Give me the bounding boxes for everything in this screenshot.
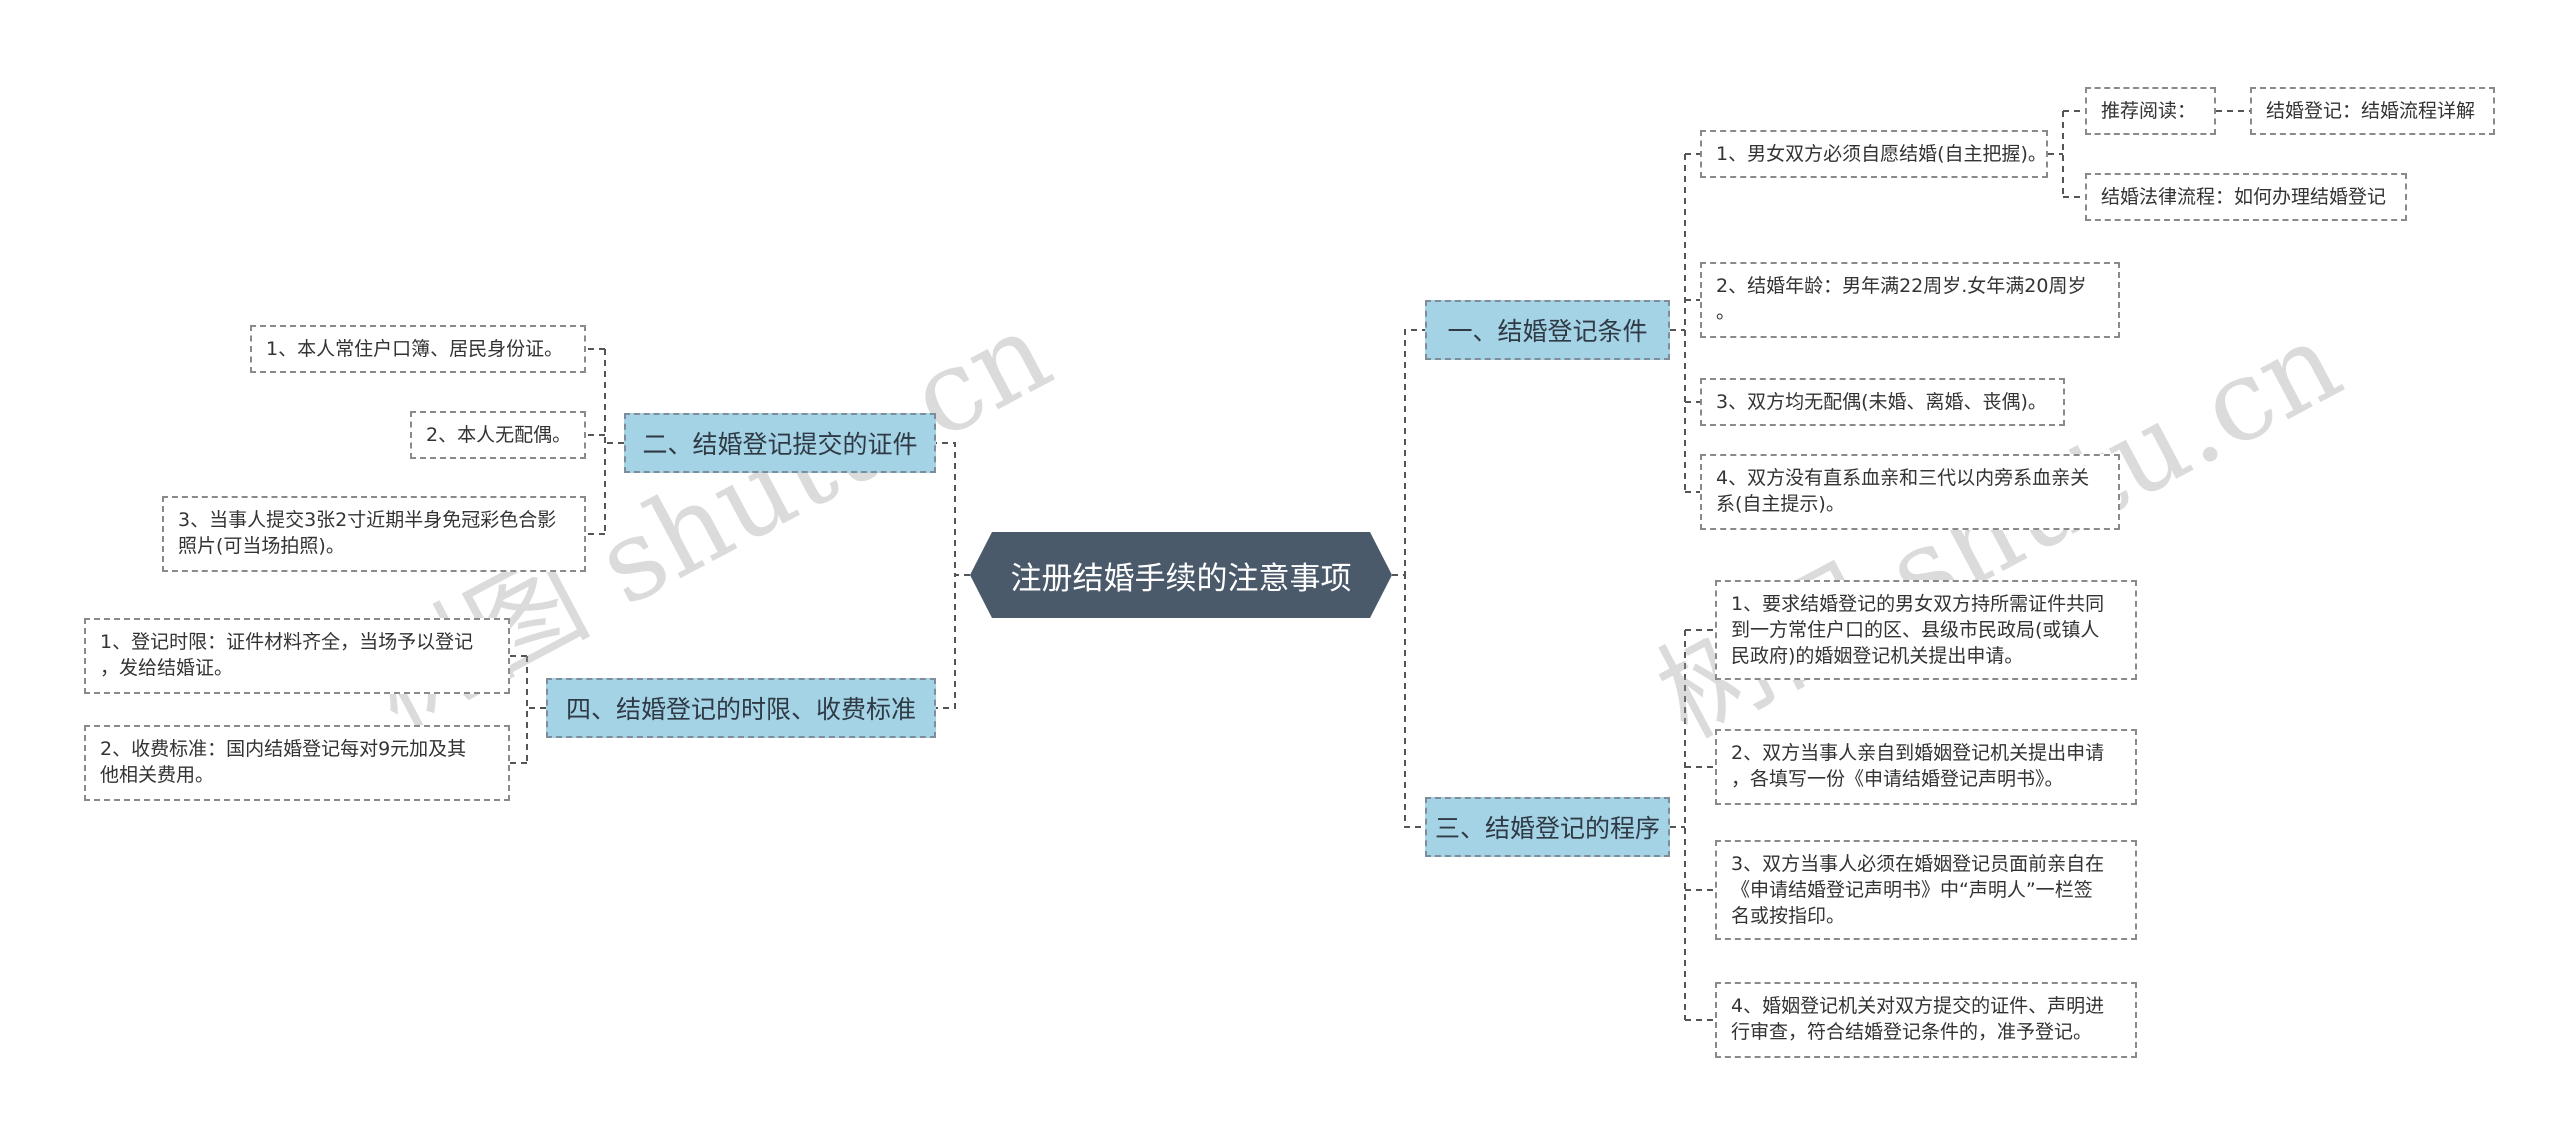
leaf-b3-3[interactable]: 3、双方当事人必须在婚姻登记员面前亲自在 《申请结婚登记声明书》中“声明人”一栏… (1715, 840, 2137, 940)
leaf-b1-1[interactable]: 1、男女双方必须自愿结婚(自主把握)。 (1700, 130, 2048, 178)
leaf-b4-1[interactable]: 1、登记时限：证件材料齐全，当场予以登记 ，发给结婚证。 (84, 618, 510, 694)
leaf-b3-2[interactable]: 2、双方当事人亲自到婚姻登记机关提出申请 ，各填写一份《申请结婚登记声明书》。 (1715, 729, 2137, 805)
branch-registration-procedure[interactable]: 三、结婚登记的程序 (1425, 797, 1670, 857)
leaf-b1-4[interactable]: 4、双方没有直系血亲和三代以内旁系血亲关 系(自主提示)。 (1700, 454, 2120, 530)
leaf-recommend-reading[interactable]: 推荐阅读： (2085, 87, 2216, 135)
leaf-recommend-item[interactable]: 结婚登记：结婚流程详解 (2250, 87, 2495, 135)
branch-time-limit-fees[interactable]: 四、结婚登记的时限、收费标准 (546, 678, 936, 738)
leaf-legal-flow[interactable]: 结婚法律流程：如何办理结婚登记 (2085, 173, 2407, 221)
connector-b4-leaves (510, 655, 546, 764)
leaf-b4-2[interactable]: 2、收费标准：国内结婚登记每对9元加及其 他相关费用。 (84, 725, 510, 801)
connector-root-b2 (936, 442, 970, 576)
branch-marriage-conditions[interactable]: 一、结婚登记条件 (1425, 300, 1670, 360)
leaf-b3-4[interactable]: 4、婚姻登记机关对双方提交的证件、声明进 行审查，符合结婚登记条件的，准予登记。 (1715, 982, 2137, 1058)
root-topic[interactable]: 注册结婚手续的注意事项 (970, 532, 1392, 618)
branch-required-documents[interactable]: 二、结婚登记提交的证件 (624, 413, 936, 473)
connector-root-b1 (1392, 329, 1425, 576)
connector-sub (2048, 110, 2085, 198)
leaf-b1-3[interactable]: 3、双方均无配偶(未婚、离婚、丧偶)。 (1700, 378, 2065, 426)
connector-root-b3 (1392, 574, 1425, 828)
leaf-b3-1[interactable]: 1、要求结婚登记的男女双方持所需证件共同 到一方常住户口的区、县级市民政局(或镇… (1715, 580, 2137, 680)
connector-root-b4 (936, 574, 970, 709)
leaf-b2-3[interactable]: 3、当事人提交3张2寸近期半身免冠彩色合影 照片(可当场拍照)。 (162, 496, 586, 572)
leaf-b1-2[interactable]: 2、结婚年龄：男年满22周岁.女年满20周岁 。 (1700, 262, 2120, 338)
leaf-b2-1[interactable]: 1、本人常住户口簿、居民身份证。 (250, 325, 586, 373)
connector-b3-leaves (1670, 629, 1715, 1021)
connector-b1-leaves (1670, 153, 1700, 493)
leaf-b2-2[interactable]: 2、本人无配偶。 (410, 411, 586, 459)
connector-b2-leaves (586, 348, 624, 535)
